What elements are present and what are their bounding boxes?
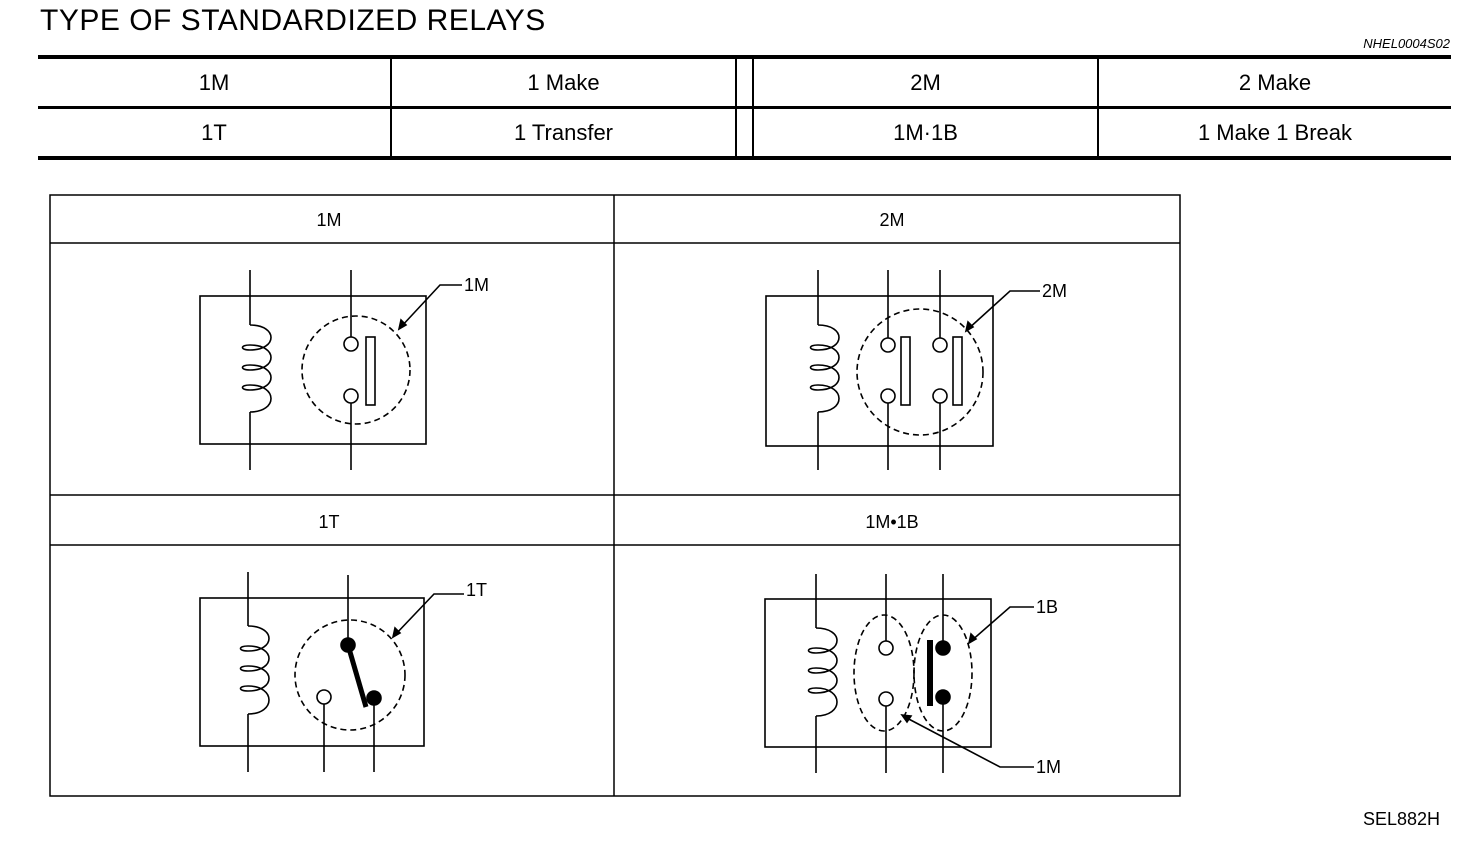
relay-housing <box>199 597 425 747</box>
legend-code: 2M <box>753 57 1099 109</box>
legend-description: 1 Transfer <box>391 107 737 158</box>
coil-icon <box>241 270 272 470</box>
armature <box>365 336 376 406</box>
legend-code: 1M·1B <box>753 107 1099 158</box>
relay-housing <box>764 598 992 748</box>
legend-row: 1M 1 Make 2M 2 Make <box>38 57 1451 109</box>
cell-header-1m: 1M <box>316 210 341 230</box>
cell-header-2m: 2M <box>879 210 904 230</box>
contact-group-1t <box>294 619 406 731</box>
legend-description: 2 Make <box>1098 57 1451 109</box>
coil-icon <box>809 270 840 470</box>
figure-code: SEL882H <box>1362 809 1440 829</box>
callout-1b: 1B <box>1036 597 1058 617</box>
legend-separator <box>736 107 754 158</box>
relay-2m-diagram <box>765 270 1040 470</box>
armature <box>900 336 911 406</box>
make-contact-group <box>853 614 915 732</box>
callout-1t: 1T <box>466 580 487 600</box>
document-code: NHEL0004S02 <box>1363 36 1450 51</box>
legend-row: 1T 1 Transfer 1M·1B 1 Make 1 Break <box>38 107 1451 158</box>
callout-1m: 1M <box>464 275 489 295</box>
legend-description: 1 Make <box>391 57 737 109</box>
armature <box>952 336 963 406</box>
legend-description: 1 Make 1 Break <box>1197 119 1353 145</box>
relay-housing <box>765 295 994 447</box>
legend-code: 1M <box>38 57 392 109</box>
coil-icon <box>239 572 270 772</box>
coil-icon <box>807 574 838 773</box>
contact-group-1m <box>301 315 411 425</box>
legend-code: 1T <box>38 107 392 158</box>
relay-1m-diagram <box>199 270 462 470</box>
contact-group-2m <box>856 308 984 436</box>
cell-header-1m1b: 1M•1B <box>865 512 918 532</box>
page-title: TYPE OF STANDARDIZED RELAYS <box>40 4 546 37</box>
legend-separator <box>736 57 754 109</box>
callout-1m-lower: 1M <box>1036 757 1061 777</box>
relay-1m1b-diagram <box>764 574 1034 773</box>
callout-2m: 2M <box>1042 281 1067 301</box>
relay-1t-diagram <box>199 572 464 772</box>
relay-housing <box>199 295 427 445</box>
relay-legend-table: 1M 1 Make 2M 2 Make 1T 1 Transfer 1M·1B … <box>38 55 1451 160</box>
cell-header-1t: 1T <box>318 512 339 532</box>
diagram-grid <box>49 194 1181 797</box>
